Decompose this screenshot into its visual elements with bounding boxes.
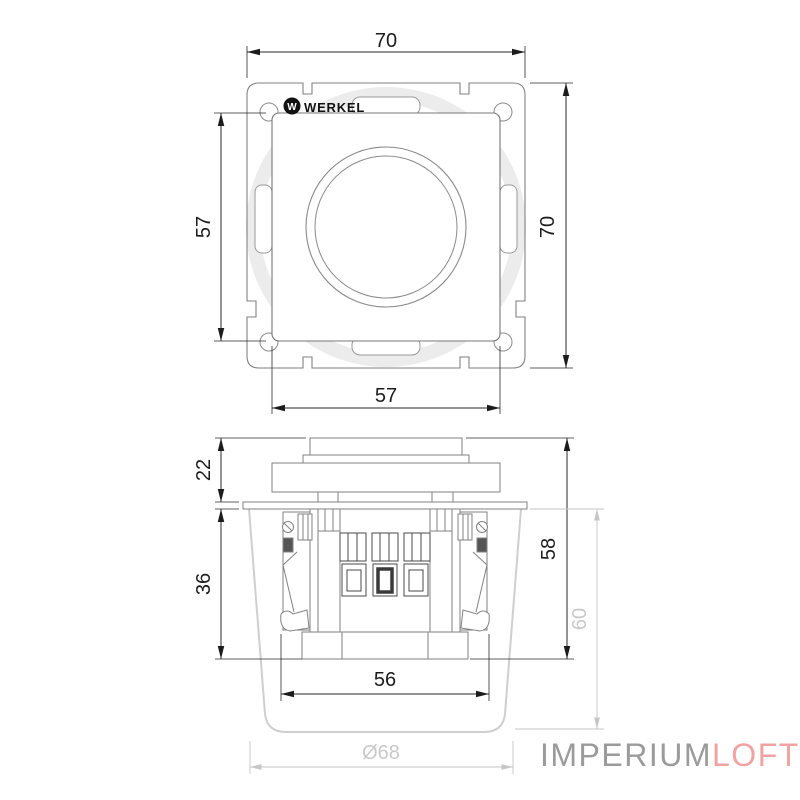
werkel-icon-letter: W xyxy=(287,102,297,113)
dim-total-depth-label: 58 xyxy=(538,538,560,560)
dimmer-knob-inner xyxy=(314,155,458,299)
knob-top xyxy=(309,437,463,456)
dim-plate-width xyxy=(271,346,501,414)
imperiumloft-watermark: IMPERIUMLOFT xyxy=(540,737,800,773)
mount-bracket-left xyxy=(317,508,341,532)
faceplate-profile xyxy=(271,462,501,493)
front-view: W WERKEL 70 70 57 57 xyxy=(193,30,573,414)
wall-frame-profile xyxy=(242,501,528,510)
watermark-imperium: IMPERIUM xyxy=(540,737,712,773)
claw-foot-right xyxy=(460,609,490,632)
knob-base xyxy=(302,454,470,464)
mounting-frame-outline xyxy=(246,82,526,369)
expansion-claw-left xyxy=(280,513,313,632)
dim-frame-height xyxy=(530,82,573,369)
dim-frame-width xyxy=(246,46,526,78)
dim-recessed-depth xyxy=(215,508,302,660)
dim-frame-height-label: 70 xyxy=(537,216,559,238)
dim-box-depth xyxy=(515,508,604,730)
dim-box-depth-label: 60 xyxy=(569,608,591,630)
claw-anchor-right xyxy=(476,537,488,553)
werkel-logo: W WERKEL xyxy=(283,97,365,115)
dim-knob-protrusion xyxy=(215,437,306,503)
dim-mechanism-width-label: 56 xyxy=(374,669,396,691)
claw-anchor-left xyxy=(282,537,294,553)
dim-mechanism-width xyxy=(280,634,490,701)
dimmer-knob-outer xyxy=(305,146,467,308)
werkel-wordmark: WERKEL xyxy=(304,100,365,115)
dim-frame-width-label: 70 xyxy=(375,30,397,52)
latch-tab-right xyxy=(499,184,518,254)
claw-slat-box-right xyxy=(457,513,473,541)
faceplate-foot-left xyxy=(317,491,339,503)
wall-box-outline xyxy=(248,508,522,733)
dim-knob-protrusion-label: 22 xyxy=(193,459,215,481)
watermark-loft: LOFT xyxy=(712,737,800,773)
dim-box-diameter xyxy=(249,741,514,774)
claw-slat-box-left xyxy=(297,513,313,541)
dim-recessed-depth-label: 36 xyxy=(193,573,215,595)
dim-plate-width-label: 57 xyxy=(375,385,397,407)
terminal-block xyxy=(339,532,431,597)
dim-plate-height xyxy=(214,112,266,342)
latch-tab-left xyxy=(254,184,273,254)
device-profile xyxy=(242,437,528,660)
expansion-claw-right xyxy=(457,513,490,632)
werkel-icon xyxy=(283,97,301,115)
dim-plate-height-label: 57 xyxy=(193,216,215,238)
side-view: 22 36 58 60 56 xyxy=(193,437,604,774)
dim-box-diameter-label: Ø68 xyxy=(362,742,400,764)
mount-bracket-right xyxy=(429,508,453,532)
faceplate-foot-right xyxy=(431,491,454,503)
dim-total-depth xyxy=(466,437,574,660)
mechanism-base xyxy=(301,631,469,660)
claw-foot-left xyxy=(280,609,310,632)
